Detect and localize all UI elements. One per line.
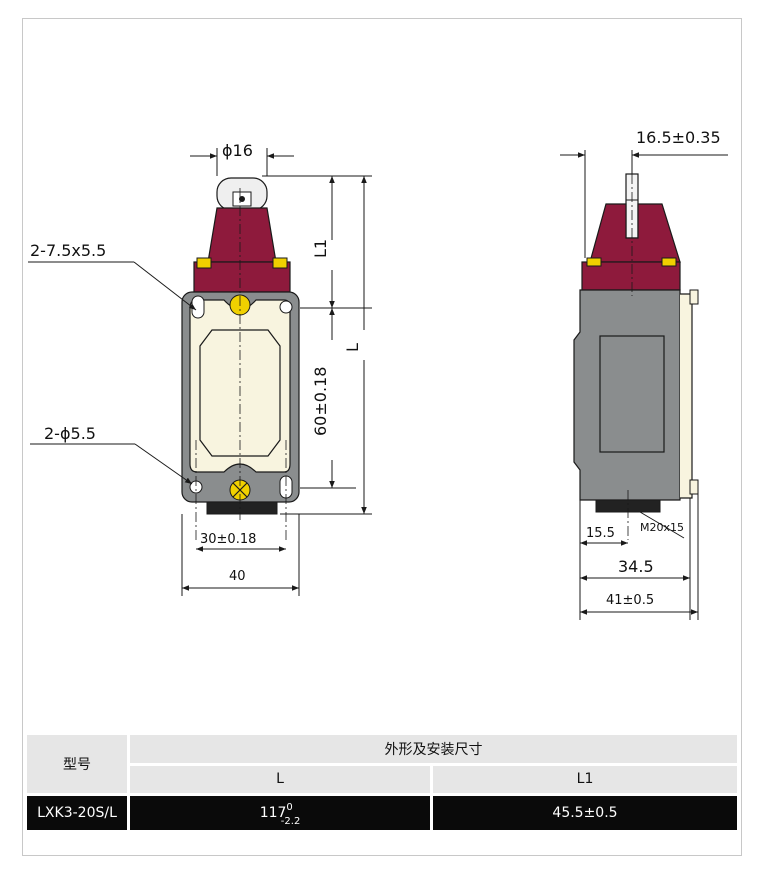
dim-body-depth: 34.5 (618, 557, 654, 576)
dim-hole-spacing: 30±0.18 (200, 532, 256, 547)
front-view: ϕ16 L1 60±0.18 L 2-7.5x5.5 2-ϕ5.5 30±0.1… (28, 141, 372, 596)
header-col-L1: L1 (433, 765, 737, 793)
header-col-L: L (130, 765, 430, 793)
actuator-head (207, 207, 277, 263)
technical-drawing: ϕ16 L1 60±0.18 L 2-7.5x5.5 2-ϕ5.5 30±0.1… (28, 128, 728, 620)
side-view: 16.5±0.35 M20x15 15.5 34.5 41±0.5 (560, 128, 728, 620)
dim-slot-holes: 2-7.5x5.5 (30, 241, 106, 260)
dim-round-holes: 2-ϕ5.5 (44, 424, 96, 443)
cell-L-tol-upper: 0 (286, 802, 293, 813)
dim-center-height: 60±0.18 (311, 367, 330, 436)
head-screw-right (272, 257, 288, 269)
header-dimensions-group: 外形及安装尺寸 (130, 735, 737, 763)
head-screw-left (196, 257, 212, 269)
dim-roller-diameter: ϕ16 (222, 141, 253, 160)
conduit-nut (206, 501, 278, 515)
slot-hole-top-left (191, 295, 205, 319)
table-subheader-row: L L1 (27, 765, 737, 793)
center-lines (195, 188, 287, 540)
cell-L-value: 117 (259, 805, 287, 821)
front-dimension-lines (28, 148, 372, 596)
roller-pin (239, 196, 245, 202)
table-row: LXK3-20S/L 1170 -2.2 45.5±0.5 (27, 796, 737, 830)
dim-thread: M20x15 (640, 521, 684, 534)
round-hole-top-right (279, 300, 293, 314)
dim-L: L (343, 343, 362, 352)
cell-L-tol-lower: -2.2 (280, 816, 301, 827)
drawing-frame (22, 18, 742, 856)
side-cover-profile (680, 293, 693, 499)
table-header-row: 型号 外形及安装尺寸 (27, 735, 737, 793)
dim-actuator-offset: 16.5±0.35 (636, 128, 721, 147)
cell-L1: 45.5±0.5 (433, 796, 737, 830)
cell-model: LXK3-20S/L (27, 796, 127, 830)
cover-inset (199, 329, 281, 457)
side-panel (599, 335, 665, 453)
side-dimension-lines (560, 150, 728, 620)
cell-L: 1170 -2.2 (130, 796, 430, 830)
header-model: 型号 (27, 735, 127, 793)
dim-width: 40 (229, 569, 246, 584)
dimension-spec-table: 型号 外形及安装尺寸 L L1 LXK3-20S/L 1170 -2.2 45.5… (24, 732, 740, 833)
dim-total-depth: 41±0.5 (606, 593, 654, 608)
dim-L1: L1 (311, 239, 330, 258)
dim-thread-offset: 15.5 (586, 526, 615, 541)
